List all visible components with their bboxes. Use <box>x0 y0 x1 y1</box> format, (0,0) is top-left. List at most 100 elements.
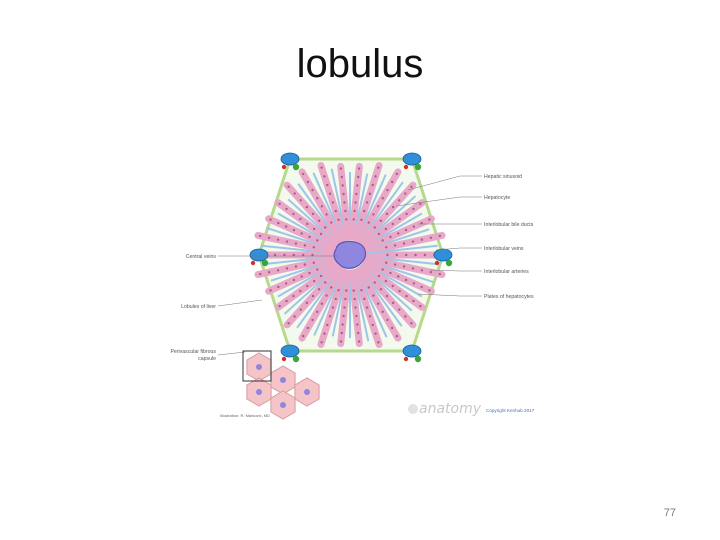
label-leaders <box>217 175 482 356</box>
interlobular-vein <box>433 248 453 262</box>
hepatocyte-nucleus <box>301 334 305 338</box>
hepatocyte-nucleus <box>386 188 389 192</box>
hepatocyte-nucleus <box>342 192 345 196</box>
hepatocyte-nucleus <box>385 212 389 216</box>
hepatocyte-nucleus <box>385 294 389 298</box>
hepatocyte-nucleus <box>316 268 319 271</box>
label-left: capsule <box>198 356 216 362</box>
hepatocyte-nucleus <box>377 341 380 344</box>
hepatocyte-nucleus <box>284 225 288 228</box>
hepatocyte-nucleus <box>306 180 310 184</box>
label-right: Hepatocyte <box>484 195 510 201</box>
hepatocyte-nucleus <box>308 271 311 275</box>
hepatocyte-nucleus <box>330 221 333 224</box>
hepatocyte-nucleus <box>285 207 288 211</box>
hepatocyte-nucleus <box>340 175 344 179</box>
hepatocyte-nucleus <box>419 202 422 206</box>
hepatocyte-nucleus <box>355 314 358 318</box>
hepatocyte-nucleus <box>339 340 343 343</box>
hepatocyte-nucleus <box>385 246 388 249</box>
central-vein <box>333 240 367 269</box>
hepatocyte-nucleus <box>294 265 298 268</box>
hepatocyte-nucleus <box>389 271 392 275</box>
lobules-inset <box>242 350 320 420</box>
watermark-logo: anatomy <box>408 401 482 417</box>
hepatocyte-nucleus <box>412 225 416 228</box>
hepatocyte-nucleus <box>324 226 327 229</box>
hepatocyte-nucleus <box>308 235 311 239</box>
hepatocyte-nucleus <box>377 232 381 236</box>
hepatocyte-nucleus <box>423 253 427 257</box>
interlobular-artery <box>281 356 287 362</box>
hepatocyte-nucleus <box>306 326 310 330</box>
interlobular-bile-duct <box>292 163 300 171</box>
hepatocyte-nucleus <box>340 331 344 335</box>
hepatocyte-nucleus <box>372 213 375 216</box>
hepatocyte-nucleus <box>273 253 277 257</box>
hepatocyte-nucleus <box>373 281 376 284</box>
hepatocyte-nucleus <box>277 221 280 225</box>
inset-highlight-box <box>242 350 272 382</box>
hepatocyte-nucleus <box>345 289 348 292</box>
hepatocyte-nucleus <box>398 217 401 221</box>
hepatocyte-nucleus <box>376 205 380 208</box>
hepatocyte-nucleus <box>384 279 388 283</box>
hepatocyte-nucleus <box>360 218 363 221</box>
interlobular-vein <box>402 152 422 166</box>
hepatocyte-nucleus <box>331 306 335 309</box>
hepatocyte-nucleus <box>299 289 302 293</box>
hepatocyte-nucleus <box>334 209 337 213</box>
hepatocyte-nucleus <box>404 278 408 282</box>
hepatocyte-nucleus <box>412 207 415 211</box>
hepatocyte-nucleus <box>294 242 298 245</box>
interlobular-vein <box>249 248 269 262</box>
hepatocyte-nucleus <box>306 284 309 288</box>
hepatocyte-nucleus <box>317 288 321 291</box>
hepatocyte-nucleus <box>342 314 345 318</box>
hepatocyte-nucleus <box>311 318 314 322</box>
hepatocyte-nucleus <box>381 310 384 313</box>
hepatocyte-nucleus <box>330 286 333 289</box>
portal-triads <box>249 152 453 363</box>
hepatocyte-nucleus <box>299 308 302 311</box>
hepatocyte-nucleus <box>363 209 366 213</box>
hepatocyte-nucleus <box>411 267 415 270</box>
hepatocyte-nucleus <box>379 288 383 291</box>
interlobular-artery <box>403 164 409 170</box>
hepatocyte-nucleus <box>284 282 288 285</box>
hepatocyte-nucleus <box>320 166 323 169</box>
hepatocyte-nucleus <box>326 183 329 187</box>
hepatocyte-nucleus <box>355 192 358 196</box>
hepatocyte-nucleus <box>374 332 377 335</box>
hepatocyte-nucleus <box>285 240 289 243</box>
hepatocyte-nucleus <box>379 219 383 222</box>
hepatocyte-nucleus <box>371 183 374 187</box>
hepatocyte-nucleus <box>339 167 343 170</box>
hepatocyte-nucleus <box>328 315 332 318</box>
hepatocyte-nucleus <box>391 284 394 288</box>
label-right: Interlobular bile ducts <box>484 222 534 228</box>
label-right: Plates of hepatocytes <box>484 294 534 300</box>
hepatocyte-nucleus <box>372 294 375 297</box>
hepatocyte-nucleus <box>267 270 271 274</box>
hepatocyte-nucleus <box>316 197 319 200</box>
leader-line <box>217 351 246 356</box>
hepatocyte-nucleus <box>325 213 328 216</box>
hepatocyte-nucleus <box>331 201 335 204</box>
portal-triad <box>249 248 269 267</box>
hepatocyte-nucleus <box>395 253 399 257</box>
interlobular-vein <box>280 152 300 166</box>
hepatocyte-nucleus <box>402 242 406 245</box>
hepatocyte-nucleus <box>356 331 360 335</box>
hepatocyte-nucleus <box>316 239 319 242</box>
hepatocyte-nucleus <box>276 238 280 241</box>
hepatocyte-nucleus <box>381 239 384 242</box>
hepatocyte-nucleus <box>377 166 380 169</box>
label-right: Interlobular arteries <box>484 269 529 275</box>
interlobular-artery <box>281 164 287 170</box>
interlobular-bile-duct <box>445 259 453 267</box>
hepatocyte-nucleus <box>319 274 323 278</box>
hepatocyte-nucleus <box>303 263 307 266</box>
leader-line <box>407 175 482 191</box>
hepatocyte-nucleus <box>301 253 305 257</box>
